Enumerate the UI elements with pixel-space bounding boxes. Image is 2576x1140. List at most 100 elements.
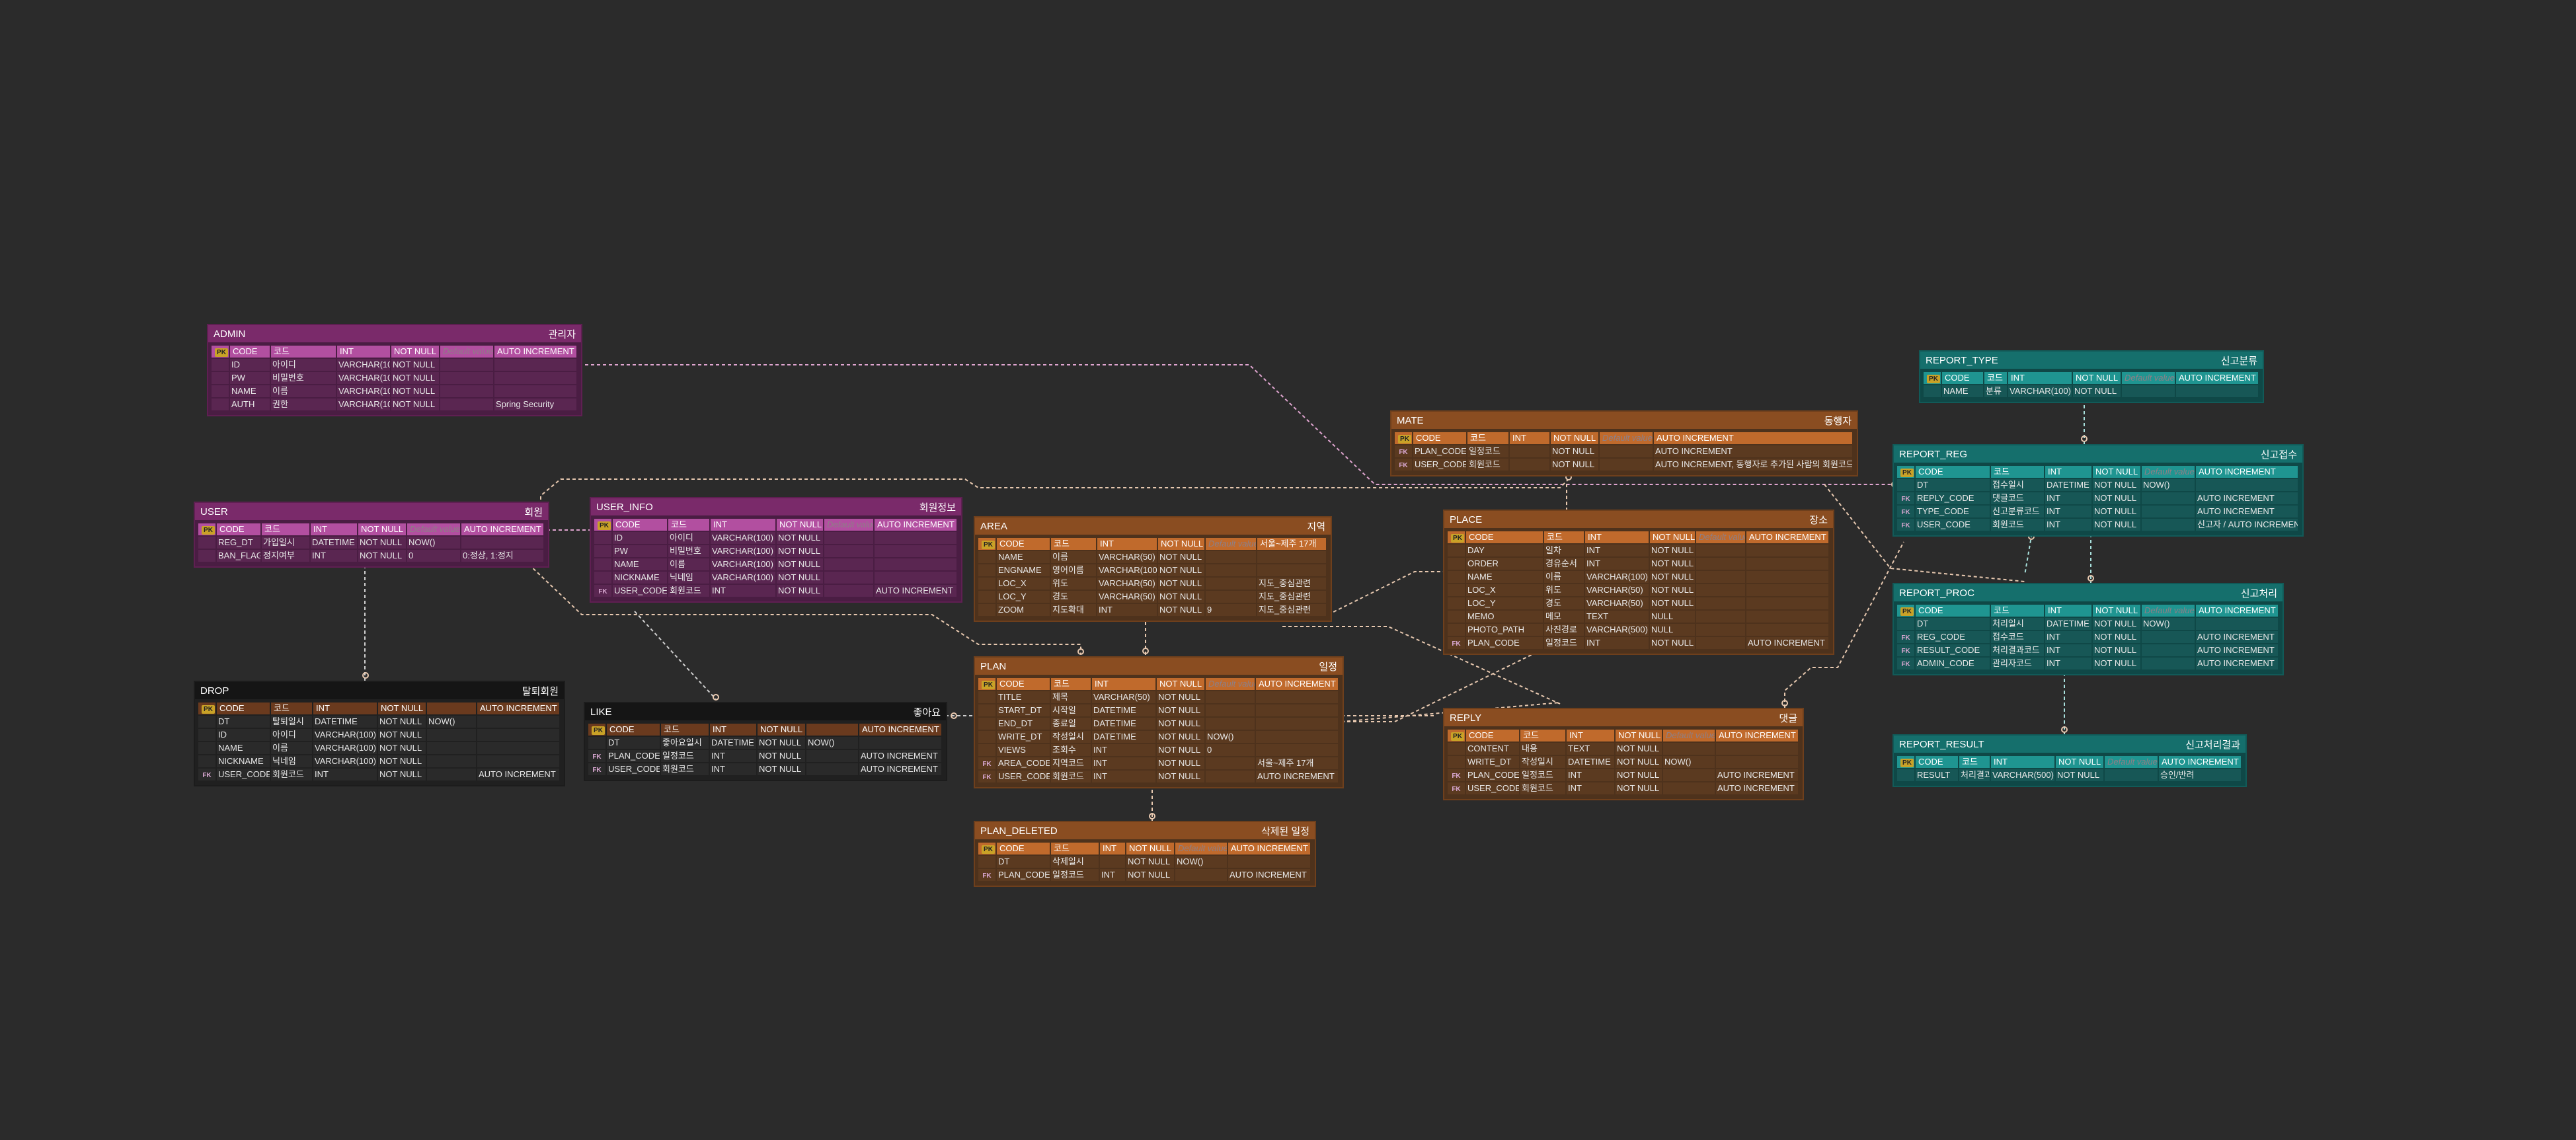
relationship-line[interactable] (2024, 522, 2032, 576)
relationship-line[interactable] (1784, 541, 1904, 708)
relationship-line[interactable] (540, 478, 1569, 506)
relationship-line[interactable] (528, 564, 1081, 654)
relationship-line[interactable] (1824, 484, 2025, 582)
relationship-line[interactable] (634, 611, 717, 700)
relationship-line[interactable] (555, 364, 1894, 485)
